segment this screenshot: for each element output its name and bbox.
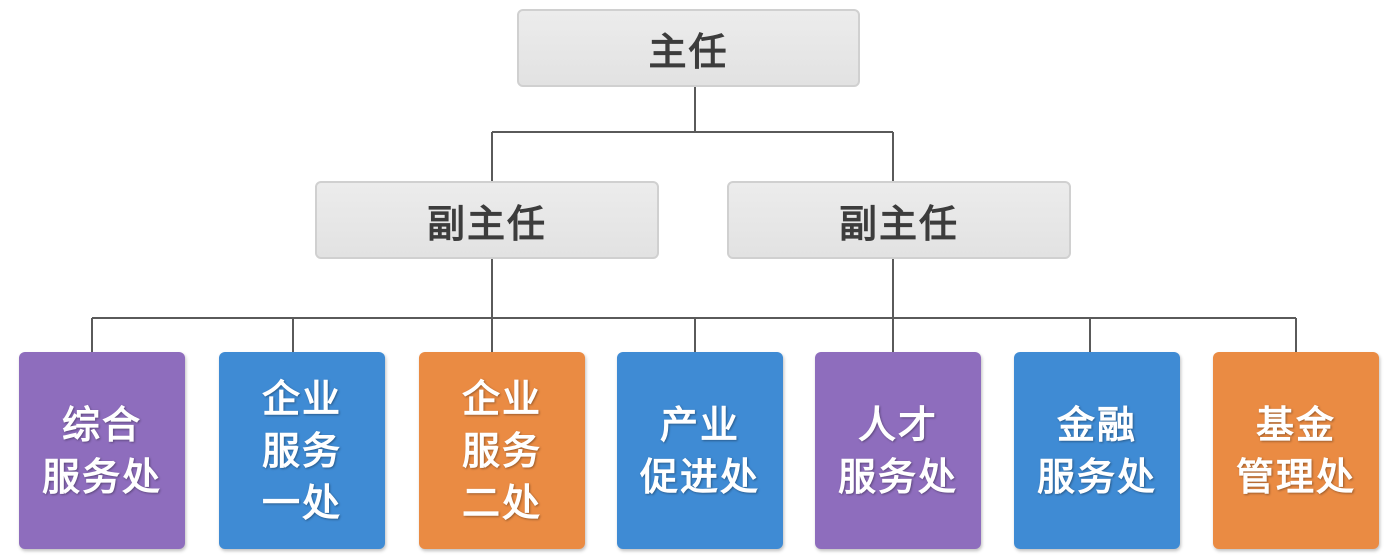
dept-label: 基金 管理处 [1235, 402, 1356, 499]
director-box: 主任 [517, 9, 860, 87]
dept-box-enterprise-services-1: 企业 服务 一处 [219, 352, 385, 549]
deputy-label: 副主任 [838, 201, 959, 246]
dept-label: 产业 促进处 [639, 402, 760, 499]
deputy-box-left: 副主任 [315, 181, 659, 259]
dept-label: 企业 服务 二处 [461, 376, 542, 525]
director-label: 主任 [648, 29, 729, 74]
dept-label: 金融 服务处 [1036, 402, 1157, 499]
dept-label: 企业 服务 一处 [261, 376, 342, 525]
dept-box-enterprise-services-2: 企业 服务 二处 [419, 352, 585, 549]
deputy-box-right: 副主任 [727, 181, 1071, 259]
dept-box-finance-services: 金融 服务处 [1014, 352, 1180, 549]
dept-box-fund-management: 基金 管理处 [1213, 352, 1379, 549]
dept-label: 人才 服务处 [837, 402, 958, 499]
deputy-label: 副主任 [426, 201, 547, 246]
dept-box-general-services: 综合 服务处 [19, 352, 185, 549]
dept-box-talent-services: 人才 服务处 [815, 352, 981, 549]
dept-label: 综合 服务处 [41, 402, 162, 499]
dept-box-industry-promotion: 产业 促进处 [617, 352, 783, 549]
